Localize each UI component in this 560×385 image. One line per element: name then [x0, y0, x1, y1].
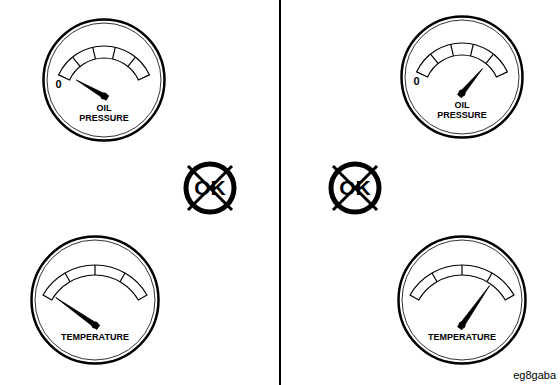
symbol-text: OK	[194, 176, 226, 199]
figure-code: eg8gaba	[513, 369, 556, 381]
cross-stroke	[333, 166, 377, 210]
gauge-rim	[44, 20, 165, 141]
scale-tick	[471, 44, 474, 56]
scale-tick	[487, 273, 492, 282]
cross-stroke	[333, 166, 377, 210]
gauge-name: TEMPERATURE	[45, 333, 145, 343]
not-ok-symbol: OK	[182, 160, 238, 216]
cross-stroke	[188, 166, 232, 210]
divider-line	[279, 0, 281, 385]
gauge-dial: TEMPERATURE	[30, 235, 160, 365]
scale-tick	[93, 47, 96, 59]
not-ok-symbol: OK	[327, 160, 383, 216]
gauge-scale	[43, 265, 147, 300]
gauge-scale	[59, 46, 150, 80]
gauge-scale	[417, 43, 508, 77]
gauge-scale	[410, 265, 514, 300]
symbol-ring	[186, 164, 234, 212]
gauge-rim-inner	[405, 20, 519, 134]
symbol-ring	[331, 164, 379, 212]
scale-tick	[73, 57, 81, 66]
needle-pivot	[101, 93, 108, 100]
gauge-name: OIL PRESSURE	[431, 101, 493, 121]
needle-pivot	[459, 322, 466, 329]
gauge-rim-inner	[47, 23, 161, 137]
scale-zero: 0	[56, 78, 62, 90]
gauge-needle	[56, 297, 100, 329]
gauge-name: OIL PRESSURE	[73, 104, 135, 124]
gauge-name: TEMPERATURE	[412, 333, 512, 343]
gauge-rim	[399, 237, 526, 364]
gauge-rim	[32, 237, 159, 364]
gauge-rim	[402, 17, 523, 138]
scale-tick	[432, 273, 437, 282]
needle-pivot	[459, 90, 466, 97]
scale-tick	[128, 57, 136, 66]
gauge-needle	[76, 80, 108, 100]
symbol-text: OK	[339, 176, 371, 199]
scale-tick	[486, 54, 494, 63]
scale-tick	[461, 265, 462, 275]
gauge-needle	[458, 286, 490, 330]
scale-tick	[431, 54, 439, 63]
scale-tick	[94, 265, 95, 275]
gauge-dial: 0OIL PRESSURE	[400, 15, 524, 139]
gauge-rim-inner	[402, 240, 522, 360]
scale-zero: 0	[414, 75, 420, 87]
gauge-outline	[397, 235, 527, 365]
scale-tick	[113, 47, 116, 59]
gauge-dial: TEMPERATURE	[397, 235, 527, 365]
scale-tick	[451, 44, 454, 56]
gauge-needle	[457, 68, 482, 97]
scale-tick	[120, 273, 125, 282]
gauge-rim-inner	[35, 240, 155, 360]
cross-stroke	[188, 166, 232, 210]
needle-pivot	[92, 322, 99, 329]
gauge-dial: 0OIL PRESSURE	[42, 18, 166, 142]
scale-tick	[65, 273, 70, 282]
gauge-outline	[30, 235, 160, 365]
